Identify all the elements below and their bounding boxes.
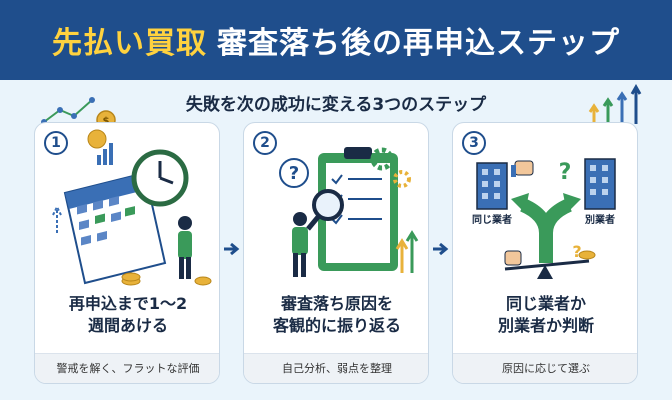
other-company-label: 別業者 [584,213,615,226]
title-main: 審査落ち後の再申込ステップ [217,26,620,61]
svg-text:?: ? [572,242,581,261]
step-title-line1: 同じ業者か [505,294,586,313]
step-note: 原因に応じて選ぶ [453,353,637,383]
subtitle: 失敗を次の成功に変える3つのステップ [185,95,487,115]
title-accent: 先払い買取 [52,26,207,61]
balance-icon [504,250,596,279]
step-title-line2: 客観的に振り返る [272,316,401,335]
calendar-clock-illustration [35,123,219,293]
header-banner: 先払い買取審査落ち後の再申込ステップ [0,0,672,80]
step-card-3: 同じ業者 別業者 ? ? 3 [452,122,638,384]
step-title-line2: 週間あける [87,316,168,335]
thumbs-up-icon [511,160,534,177]
step-title: 審査落ち原因を 客観的に振り返る [244,293,428,337]
question-icon: ? [279,158,309,188]
step-number: 3 [462,131,486,155]
step-note: 自己分析、弱点を整理 [244,353,428,383]
clipboard-icon [318,147,398,271]
svg-text:?: ? [289,163,299,184]
step-number: 1 [44,131,68,155]
person-icon [292,212,308,277]
step-title-line1: 審査落ち原因を [280,294,393,313]
question-icon: ? ? [559,160,582,261]
same-company-label: 同じ業者 [472,213,512,226]
step-title: 再申込まで1〜2 週間あける [35,293,219,337]
growth-arrows-icon [588,84,642,124]
clipboard-analysis-illustration: ? [244,123,428,293]
step-note: 警戒を解く、フラットな評価 [35,353,219,383]
page-title: 先払い買取審査落ち後の再申込ステップ [52,18,620,62]
person-icon [178,216,192,279]
clock-icon [131,149,189,207]
magnifier-icon [306,189,344,231]
gear-icon [370,147,411,188]
calendar-icon [63,171,167,285]
coin-icon [87,129,212,286]
step-title: 同じ業者か 別業者か判断 [453,293,637,337]
svg-text:$: $ [103,116,110,127]
building-icon [584,158,616,210]
step-title-line2: 別業者か判断 [497,316,594,335]
building-icon [476,162,508,210]
step-number: 2 [253,131,277,155]
decision-illustration: 同じ業者 別業者 ? ? [453,123,637,293]
arrow-right-icon [224,242,240,256]
svg-text:?: ? [559,160,572,185]
step-card-2: ? 2 審査落ち原因を 客観的に振り返る 自己分析、弱点を整理 [243,122,429,384]
arrow-right-icon [433,242,449,256]
fork-arrow-icon [511,193,581,263]
step-card-1: 1 再申込まで1〜2 週間あける 警戒を解く、フラットな評価 [34,122,220,384]
step-title-line1: 再申込まで1〜2 [68,294,188,313]
